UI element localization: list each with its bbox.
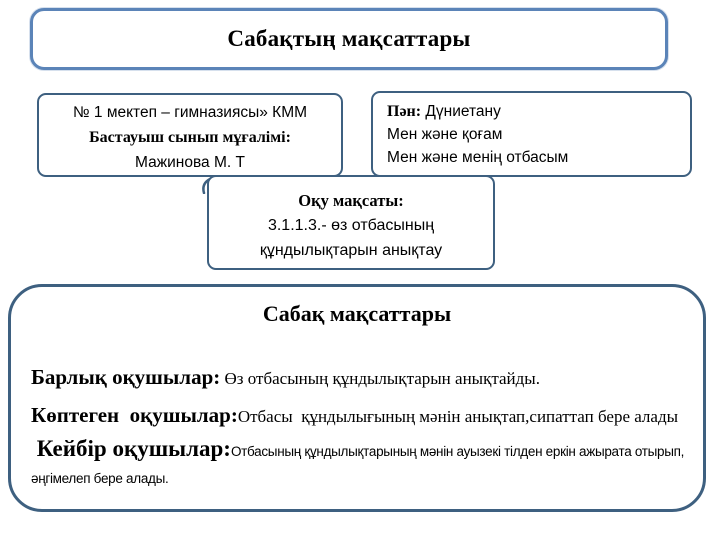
subject-info-box: Пән: Дүниетану Мен және қоғам Мен және м… [371,91,692,177]
goal-most-learners-label: Көптеген оқушылар: [31,403,238,427]
subject-line: Пән: Дүниетану [387,100,684,123]
goal-all-learners-label: Барлық оқушылар: [31,365,221,389]
lesson-goals-box: Сабақ мақсаттары Барлық оқушылар: Өз отб… [8,284,706,512]
objective-text-line: құндылықтарын анықтау [259,242,443,259]
unit-line: Мен және қоғам [387,126,503,143]
subject-label: Пән: [387,103,422,120]
subject-value: Дүниетану [421,103,501,120]
teacher-role: Бастауыш сынып мұғалімі: [89,129,291,146]
school-name: № 1 мектеп – гимназиясы» КММ [72,104,308,121]
goal-some-learners-text: Отбасының құндылықтарының мәнін ауызекі … [31,444,688,486]
lesson-goals-title-box: Сабақтың мақсаттары [30,8,668,70]
objective-code-line: 3.1.1.3.- өз отбасының [267,217,435,234]
goal-most-learners: Көптеген оқушылар:Отбасы құндылығының мә… [31,401,687,432]
goals-heading: Сабақ мақсаттары [262,301,452,326]
topic-line: Мен және менің отбасым [387,149,569,166]
goal-some-learners: Кейбір оқушылар:Отбасының құндылықтарыны… [31,435,687,492]
goal-some-learners-label: Кейбір оқушылар: [31,436,231,461]
goal-most-learners-text: Отбасы құндылығының мәнін анықтап,сипатт… [237,407,679,426]
school-info-box: № 1 мектеп – гимназиясы» КММ Бастауыш сы… [37,93,343,177]
slide-title: Сабақтың мақсаттары [227,26,471,51]
objective-label: Оқу мақсаты: [298,191,404,210]
goal-all-learners-text: Өз отбасының құндылықтарын анықтайды. [220,369,540,388]
goal-all-learners: Барлық оқушылар: Өз отбасының құндылықта… [31,363,687,394]
teacher-name: Мажинова М. Т [135,154,245,171]
learning-objective-box: Оқу мақсаты: 3.1.1.3.- өз отбасының құнд… [207,175,495,270]
